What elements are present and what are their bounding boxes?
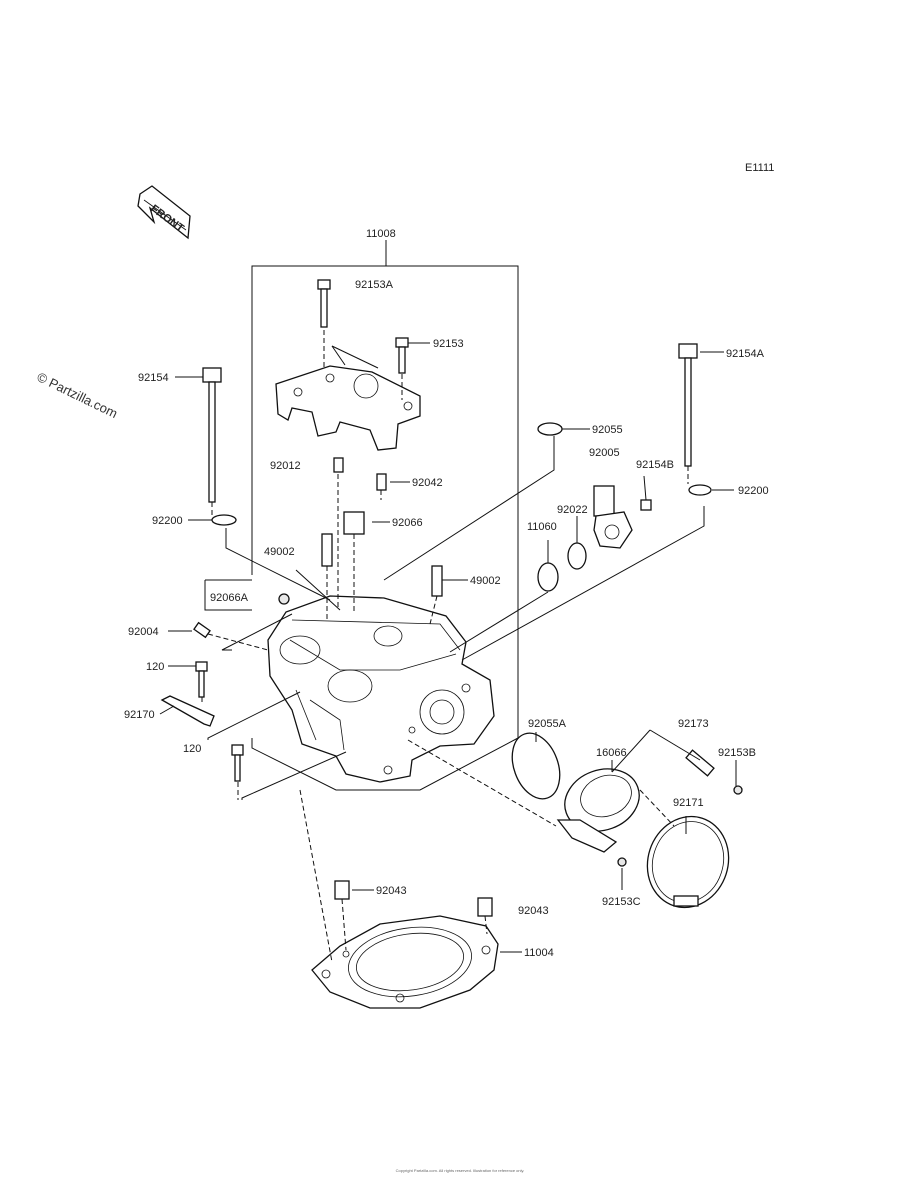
washer-92200-right [688,484,712,496]
o-ring-92055A [511,732,561,800]
bracket-92170 [160,695,215,727]
camshaft-holder [275,365,421,451]
bolt-92153 [395,337,409,374]
label-92200-right: 92200 [738,485,769,497]
stud-bolt-92154A [678,343,698,467]
valve-49002-right [431,565,443,597]
label-11060: 11060 [527,521,557,533]
screw-92153C [617,857,627,867]
label-92154A: 92154A [726,348,765,360]
plug-92066A [278,593,290,605]
label-92005: 92005 [589,447,620,459]
o-ring-11060 [537,562,559,592]
intake-holder-16066 [556,768,640,853]
label-92043-right: 92043 [518,905,549,917]
label-92153C: 92153C [602,896,641,908]
label-49002-left: 49002 [264,546,295,558]
stud-bolt-92154 [202,367,222,503]
figure-code: E1111 [745,162,774,174]
leader-lines [159,342,737,953]
clamp-92171 [646,815,730,909]
o-ring-92022 [567,542,587,570]
watermark: © Partzilla.com [35,369,120,421]
label-92042: 92042 [412,477,443,489]
bolt-92153A [317,279,331,328]
label-92154: 92154 [138,372,169,384]
dowel-92043-right [477,897,493,917]
label-92066A: 92066A [210,592,249,604]
label-120-lower: 120 [183,743,201,755]
o-ring-92055 [537,422,563,436]
washer-92200-left [211,514,237,526]
stud-92004 [193,621,211,639]
label-11004: 11004 [524,947,554,959]
assembly-dashes [201,330,689,963]
label-92022: 92022 [557,504,588,516]
bolt-120-lower [231,744,244,782]
bolt-92154B [640,499,652,511]
dowel-92012 [333,457,344,473]
dowel-92042 [376,473,387,491]
label-92055: 92055 [592,424,623,436]
label-49002-right: 49002 [470,575,501,587]
label-92154B: 92154B [636,459,674,471]
dowel-92043-left [334,880,350,900]
part-labels: 11008 92153A 92153 92154 92154A 92012 92… [124,228,769,959]
label-16066: 16066 [596,747,627,759]
label-92043-left: 92043 [376,885,407,897]
label-92173: 92173 [678,718,709,730]
label-11008: 11008 [366,228,396,240]
label-92171: 92171 [673,797,704,809]
label-92153A: 92153A [355,279,394,291]
seal-92066 [343,511,365,535]
front-arrow-icon: FRONT [137,185,191,240]
valve-49002-left [321,533,333,567]
label-92170: 92170 [124,709,155,721]
head-gasket-11004 [311,915,499,1009]
label-120-upper: 120 [146,661,164,673]
label-92066: 92066 [392,517,423,529]
fitting-92005 [593,485,633,549]
bolt-120-upper [195,661,208,698]
label-92200-left: 92200 [152,515,183,527]
label-92004: 92004 [128,626,159,638]
footer-copyright: Copyright Partzilla.com. All rights rese… [395,1168,525,1173]
assembly-bracket [204,240,519,791]
cylinder-head [267,595,495,783]
screw-92153B [733,785,743,795]
label-92153B: 92153B [718,747,756,759]
label-92055A: 92055A [528,718,567,730]
label-92012: 92012 [270,460,301,472]
label-92153: 92153 [433,338,464,350]
